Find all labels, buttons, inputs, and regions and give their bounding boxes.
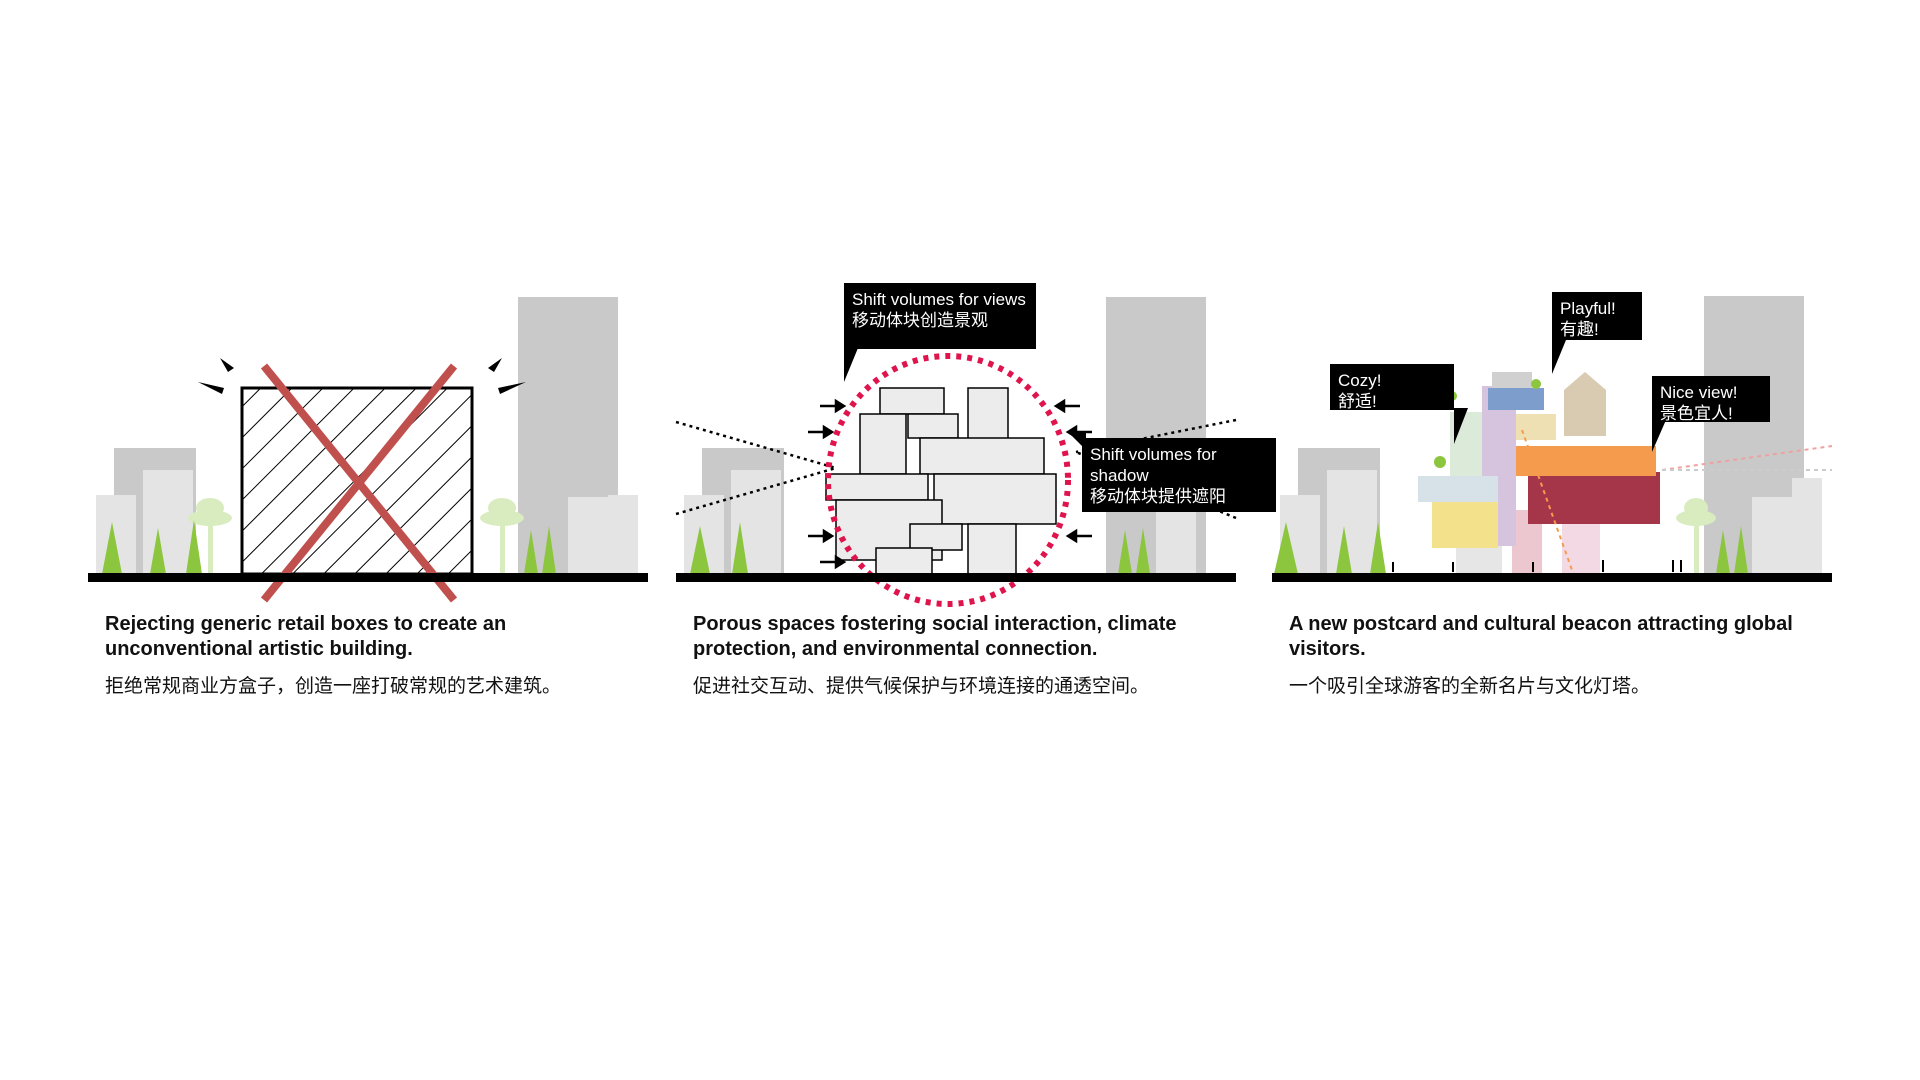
callout-english: Shift volumes for shadow [1090,445,1217,485]
bubble-tail [1552,340,1566,374]
plant-icon [1434,379,1541,468]
light-building [568,497,608,574]
bubble-tail [1068,432,1086,450]
emphasis-marks [198,358,526,394]
caption-english: Rejecting generic retail boxes to create… [105,613,507,660]
callout-chinese: 舒适! [1338,392,1377,411]
rejection-cross-icon [260,363,458,603]
ground-line [676,573,1236,582]
caption: A new postcard and cultural beacon attra… [1289,612,1829,700]
callout-nice-view: Nice view! 景色宜人! [1652,376,1770,423]
light-building [1327,470,1377,574]
callout-chinese: 移动体块创造景观 [852,311,988,330]
tree-icon [690,522,1150,574]
panel-generic-box: Rejecting generic retail boxes to create… [88,0,648,1080]
tree-icon [1274,522,1748,574]
light-building [143,470,193,574]
bubble-tail [1454,408,1468,444]
cultural-beacon-illustration [1272,296,1833,582]
stacked-volumes [825,387,1057,575]
people-icons [1392,560,1682,572]
caption-english: A new postcard and cultural beacon attra… [1289,613,1793,660]
panel-porous-spaces: Shift volumes for views 移动体块创造景观 Shift v… [675,0,1276,1080]
callout-english: Shift volumes for views [852,290,1026,309]
callout-chinese: 有趣! [1560,320,1599,339]
porous-zone-circle [825,353,1071,607]
callout-shift-views: Shift volumes for views 移动体块创造景观 [844,283,1036,349]
generic-box-illustration [88,297,648,603]
palm-tree-icon [1676,498,1716,574]
light-building [1752,497,1792,574]
porous-volumes-illustration [675,297,1237,607]
callout-shift-shadow: Shift volumes for shadow 移动体块提供遮阳 [1082,438,1276,512]
caption: Rejecting generic retail boxes to create… [105,612,645,700]
callout-english: Cozy! [1338,371,1382,390]
colorful-building [1418,372,1660,574]
ground-line [1272,573,1832,582]
caption-chinese: 一个吸引全球游客的全新名片与文化灯塔。 [1289,676,1651,697]
caption-chinese: 拒绝常规商业方盒子，创造一座打破常规的艺术建筑。 [105,676,562,697]
sight-lines [1521,429,1833,571]
ground-line [88,573,648,582]
callout-cozy: Cozy! 舒适! [1330,364,1454,411]
callout-english: Playful! [1560,299,1616,318]
callout-chinese: 移动体块提供遮阳 [1090,487,1226,506]
light-building [1792,478,1822,574]
callout-chinese: 景色宜人! [1660,404,1733,423]
palm-tree-icon [188,498,524,574]
light-building [608,495,638,574]
callout-english: Nice view! [1660,383,1738,402]
callout-playful: Playful! 有趣! [1552,292,1642,340]
caption: Porous spaces fostering social interacti… [693,612,1233,700]
bubble-tail [844,348,858,382]
panel-cultural-beacon: Cozy! 舒适! Playful! 有趣! Nice view! 景色宜人! … [1272,0,1833,1080]
tree-icon [102,520,556,574]
bubble-tail [1652,420,1666,452]
caption-chinese: 促进社交互动、提供气候保护与环境连接的通透空间。 [693,676,1150,697]
caption-english: Porous spaces fostering social interacti… [693,613,1177,660]
